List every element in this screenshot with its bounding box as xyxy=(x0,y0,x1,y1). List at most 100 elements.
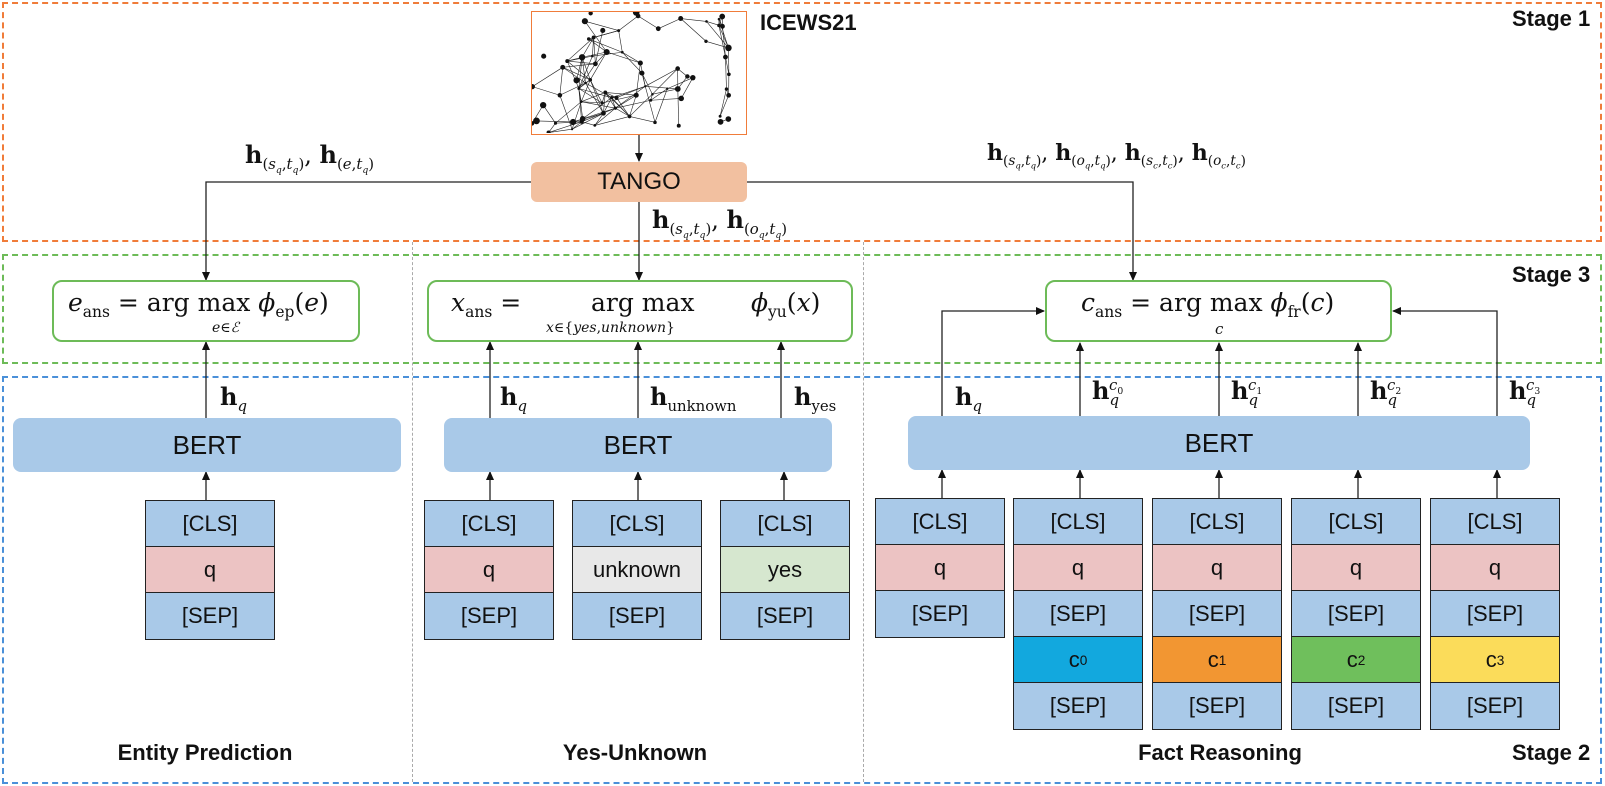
graph-edge xyxy=(658,18,681,29)
graph-node xyxy=(723,54,728,60)
graph-node xyxy=(529,83,535,90)
graph-edge xyxy=(654,88,668,123)
graph-node xyxy=(727,72,731,77)
graph-edge xyxy=(578,57,583,89)
graph-edge xyxy=(622,52,643,74)
graph-node xyxy=(593,124,597,127)
graph-node xyxy=(675,66,680,71)
graph-edge xyxy=(562,67,586,84)
graph-edge xyxy=(652,88,678,95)
graph-node xyxy=(577,87,581,90)
graph-edge xyxy=(644,86,656,123)
graph-edge xyxy=(706,21,729,49)
graph-edge xyxy=(594,113,604,126)
graph-edge xyxy=(650,88,668,101)
graph-edge xyxy=(680,77,694,99)
graph-edge xyxy=(536,120,574,123)
graph-edge xyxy=(629,116,656,123)
c2-sub: 2 xyxy=(1357,652,1366,668)
fr-c2-token-cls: [CLS] xyxy=(1291,498,1421,546)
yu-unknown-token: unknown xyxy=(572,546,702,594)
entity-token-q: q xyxy=(145,546,275,594)
yu-yes-token: yes xyxy=(720,546,850,594)
graph-node xyxy=(565,59,570,64)
graph-edge xyxy=(581,107,616,122)
graph-node xyxy=(726,92,731,98)
graph-node xyxy=(539,101,547,109)
graph-edge xyxy=(645,68,678,87)
fr-c2-token-sep: [SEP] xyxy=(1291,590,1421,638)
graph-node xyxy=(620,50,624,54)
graph-node xyxy=(644,85,647,88)
graph-edge xyxy=(581,101,616,109)
stage2-box xyxy=(2,376,1602,784)
graph-node xyxy=(637,60,643,66)
entity-formula-box: eans = arg max ϕep(e) e∈ℰ xyxy=(52,280,360,342)
graph-edge xyxy=(677,88,680,126)
fact-bert: BERT xyxy=(908,416,1530,470)
graph-edge xyxy=(616,86,646,98)
entity-token-sep: [SEP] xyxy=(145,592,275,640)
fr-hq-c1-label: hqc1 xyxy=(1231,376,1263,409)
tango-box: TANGO xyxy=(531,162,747,202)
graph-edge xyxy=(584,21,607,53)
graph-node xyxy=(541,53,547,59)
graph-node xyxy=(717,118,724,125)
c3-sub: 3 xyxy=(1496,652,1505,668)
graph-edge xyxy=(559,95,573,130)
yu-q-token-sep: [SEP] xyxy=(424,592,554,640)
graph-edge xyxy=(645,86,678,90)
knowledge-graph-image xyxy=(529,9,747,135)
graph-edge xyxy=(588,38,623,53)
graph-edge xyxy=(622,51,641,64)
fr-c0-token-q: q xyxy=(1013,544,1143,592)
entity-prediction-label: Entity Prediction xyxy=(117,740,293,765)
graph-edge xyxy=(555,101,582,124)
yu-unknown-token-cls: [CLS] xyxy=(572,500,702,548)
graph-node xyxy=(655,26,661,32)
graph-edge xyxy=(652,68,678,95)
graph-edge xyxy=(615,86,646,109)
graph-node xyxy=(569,118,577,126)
graph-node xyxy=(603,48,610,56)
graph-node xyxy=(690,74,696,81)
entity-bert: BERT xyxy=(13,418,401,472)
graph-edge xyxy=(548,128,573,133)
graph-node xyxy=(717,23,721,28)
graph-node xyxy=(579,115,586,122)
graph-node xyxy=(649,98,653,102)
graph-node xyxy=(588,11,593,16)
graph-edge xyxy=(578,63,596,89)
graph-edge xyxy=(581,101,603,104)
graph-edge xyxy=(629,95,637,117)
graph-edge xyxy=(548,121,582,133)
yes-unknown-embedding-label: h(sq,tq), h(oq,tq) xyxy=(652,205,788,241)
graph-edge xyxy=(589,51,607,80)
graph-node xyxy=(685,74,690,79)
graph-edge xyxy=(605,92,616,109)
graph-edge xyxy=(588,38,607,53)
graph-edge xyxy=(615,107,630,117)
yes-unknown-label: Yes-Unknown xyxy=(562,740,708,765)
graph-edge xyxy=(680,18,707,42)
graph-edge xyxy=(725,57,727,90)
graph-node xyxy=(591,35,596,40)
graph-edge xyxy=(722,26,726,58)
c3-letter: c xyxy=(1485,647,1497,672)
graph-edge xyxy=(571,113,604,130)
c0-sub: 0 xyxy=(1079,652,1088,668)
graph-node xyxy=(557,92,563,98)
graph-edge xyxy=(532,86,560,96)
graph-node xyxy=(720,23,725,29)
graph-node xyxy=(704,39,708,43)
graph-edge xyxy=(719,89,727,117)
yu-hq-label: hq xyxy=(500,382,527,415)
graph-edge xyxy=(725,56,730,75)
fr-c3-token-cls: [CLS] xyxy=(1430,498,1560,546)
fr-c3-token-sep2: [SEP] xyxy=(1430,682,1560,730)
graph-node xyxy=(639,70,645,76)
graph-node xyxy=(617,29,621,33)
fr-c1-token-cls: [CLS] xyxy=(1152,498,1282,546)
